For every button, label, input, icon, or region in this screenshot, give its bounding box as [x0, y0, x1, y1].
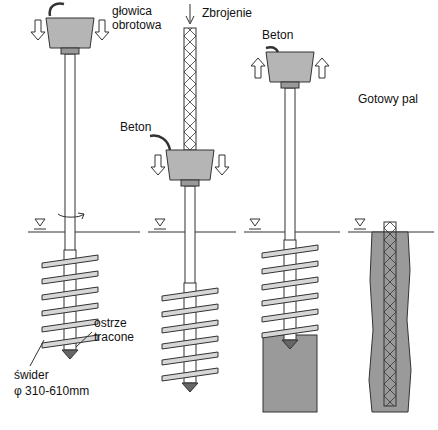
- part-label: świder: [14, 368, 49, 382]
- part-label: Zbrojenie: [202, 6, 252, 20]
- stage-label: Gotowy pal: [358, 92, 418, 106]
- dimension-label: φ 310-610mm: [14, 384, 89, 398]
- material-label: Beton: [120, 120, 151, 134]
- material-label: Beton: [262, 28, 293, 42]
- part-label: ostrze tracone: [94, 316, 150, 344]
- part-label: głowica obrotowa: [112, 4, 176, 32]
